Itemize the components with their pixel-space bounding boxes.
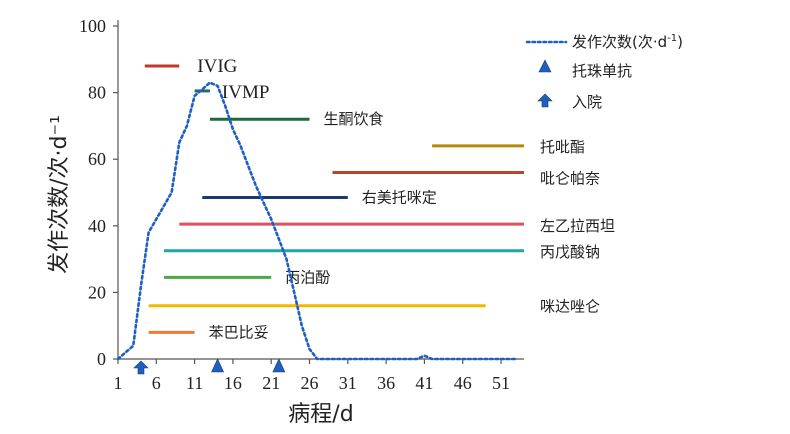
- treatment-bars: IVIG IVMP 生酮饮食托吡酯吡仑帕奈右美托咪定左乙拉西坦丙戊酸钠丙泊酚咪达唑仑…: [144, 56, 615, 341]
- y-tick-label: 100: [79, 16, 106, 36]
- x-tick-label: 31: [339, 373, 357, 393]
- legend-triangle-swatch: [538, 59, 552, 73]
- admission-marker: [133, 360, 149, 375]
- legend-line-label: 发作次数(次·d-1): [572, 33, 683, 51]
- y-tick-label: 0: [97, 349, 106, 369]
- x-tick-label: 16: [224, 373, 242, 393]
- x-tick-label: 36: [377, 373, 395, 393]
- treatment-7-label: 丙戊酸钠: [540, 243, 600, 261]
- treatment-2-label: 生酮饮食: [324, 110, 384, 128]
- treatment-9-label: 咪达唑仑: [540, 298, 600, 316]
- treatment-3-label: 托吡酯: [540, 138, 585, 156]
- x-tick-label: 41: [415, 373, 433, 393]
- y-tick-label: 40: [88, 216, 106, 236]
- x-tick-label: 11: [186, 373, 203, 393]
- y-tick-label: 80: [88, 83, 106, 103]
- treatment-0-label: IVIG: [197, 56, 237, 77]
- y-tick-label: 20: [88, 282, 106, 302]
- treatment-8-label: 丙泊酚: [285, 268, 330, 286]
- treatment-1-label: IVMP: [222, 82, 270, 103]
- y-axis-title: 发作次数/次·d⁻¹: [47, 115, 72, 274]
- treatment-6-label: 左乙拉西坦: [540, 217, 615, 235]
- treatment-10-label: 苯巴比妥: [209, 323, 269, 341]
- legend-line-label-main: 发作次数(次·d: [572, 33, 667, 51]
- series-lines: [116, 81, 518, 361]
- legend-triangle-label: 托珠单抗: [572, 62, 632, 80]
- x-tick-label: 1: [114, 373, 123, 393]
- x-tick-label: 21: [262, 373, 280, 393]
- x-tick-label: 6: [152, 373, 161, 393]
- legend-arrow-swatch: [537, 93, 553, 108]
- x-tick-label: 26: [301, 373, 319, 393]
- treatment-4-label: 吡仑帕奈: [540, 170, 600, 188]
- x-tick-label: 46: [454, 373, 472, 393]
- tocilizumab-marker: [211, 358, 225, 373]
- legend-arrow-label: 入院: [572, 93, 602, 111]
- x-axis-title: 病程/d: [288, 402, 353, 427]
- treatment-5-label: 右美托咪定: [362, 188, 437, 206]
- legend-line-label-close: ): [677, 33, 683, 51]
- y-tick-label: 60: [88, 149, 106, 169]
- tocilizumab-marker: [272, 358, 286, 373]
- event-markers: [133, 358, 286, 375]
- x-tick-label: 51: [492, 373, 510, 393]
- series-0-line: [116, 81, 518, 361]
- legend-line-label-sup: -1: [667, 33, 677, 44]
